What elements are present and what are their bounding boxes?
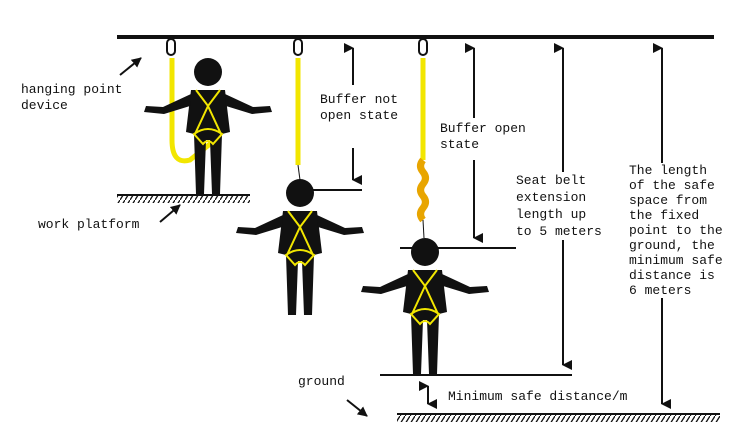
ground-label: ground <box>298 374 345 390</box>
worker-buffer-open <box>360 237 490 375</box>
minimum-safe-distance-label: Minimum safe distance/m <box>448 389 628 405</box>
worker-on-platform <box>143 57 273 195</box>
safe-space-label: The length of the safe space from the fi… <box>629 163 723 298</box>
work-platform-label: work platform <box>38 217 140 233</box>
buffer-open-label: Buffer open state <box>440 121 526 153</box>
worker-buffer-closed <box>235 178 365 316</box>
lanyard-coiled <box>169 58 217 164</box>
hanging-point-label: hanging point device <box>21 82 123 114</box>
seat-belt-label: Seat belt extension length up to 5 meter… <box>516 172 602 240</box>
buffer-not-open-label: Buffer not open state <box>320 92 399 124</box>
